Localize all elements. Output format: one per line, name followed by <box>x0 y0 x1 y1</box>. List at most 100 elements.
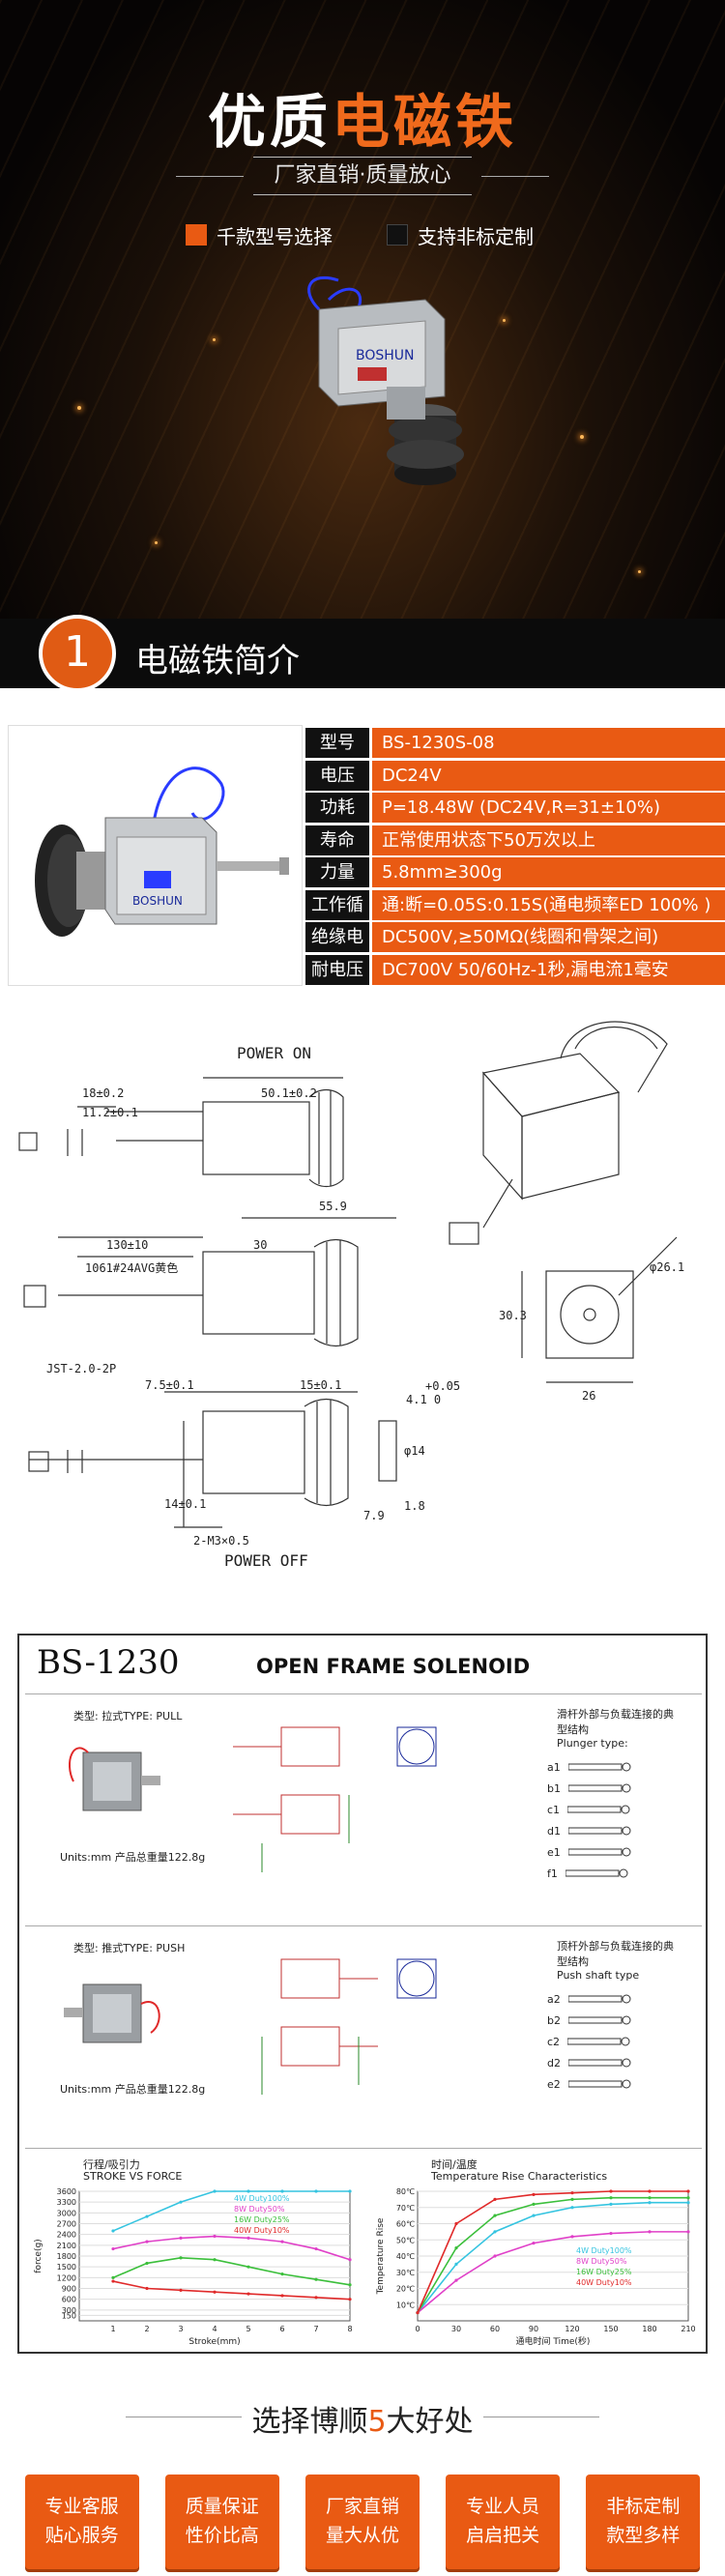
spec-value: DC24V <box>372 760 725 791</box>
dim-7-9: 7.9 <box>363 1509 385 1522</box>
badge-line-2: 启启把关 <box>466 2525 540 2546</box>
y-tick-label: 1200 <box>57 2273 76 2282</box>
data-point <box>648 2196 652 2200</box>
data-point <box>532 2214 536 2217</box>
data-point <box>111 2279 115 2283</box>
badge-line-1: 质量保证 <box>185 2496 259 2517</box>
x-tick-label: 2 <box>144 2325 149 2333</box>
shaft-type-item: a1 <box>547 1758 653 1776</box>
push-drawing-svg <box>261 1958 437 2095</box>
y-axis-label: Temperature Rise <box>376 2217 386 2295</box>
x-tick-label: 1 <box>110 2325 115 2333</box>
data-point <box>609 2202 613 2206</box>
spark <box>580 435 584 439</box>
hero-title: 优质电磁铁 <box>0 75 725 159</box>
x-tick-label: 30 <box>451 2325 461 2333</box>
hero-subtitle: 厂家直销·质量放心 <box>176 157 549 195</box>
section-number-badge: 1 <box>39 615 116 688</box>
shaft-type-item: f1 <box>547 1865 653 1882</box>
data-point <box>532 2242 536 2245</box>
hero-feature-1-label: 千款型号选择 <box>217 224 333 248</box>
series-line <box>417 2190 688 2313</box>
pull-drawing-svg <box>233 1726 437 1872</box>
data-point <box>648 2201 652 2205</box>
badge-line-2: 性价比高 <box>185 2525 259 2546</box>
shaft-type-label: c1 <box>547 1803 561 1816</box>
shaft-end-icon <box>567 1783 631 1793</box>
benefit-badges: 专业客服贴心服务质量保证性价比高厂家直销量大从优专业人员启启把关非标定制款型多样 <box>0 2475 725 2571</box>
shaft-end-icon <box>565 1868 628 1878</box>
shaft-end-icon <box>567 1762 631 1772</box>
hero-title-white: 优质 <box>208 89 332 157</box>
black-square-icon <box>387 224 408 246</box>
y-tick-label: 600 <box>62 2296 76 2304</box>
shaft-type-label: b1 <box>547 1781 561 1795</box>
data-point <box>454 2278 458 2282</box>
series-line <box>112 2190 350 2232</box>
y-tick-label: 2100 <box>57 2242 76 2250</box>
solenoid-hero-image: BOSHUN <box>307 275 464 485</box>
data-point <box>314 2246 318 2251</box>
data-point <box>686 2201 690 2205</box>
shaft-type-label: b2 <box>547 2013 561 2027</box>
spec-key: 寿命 <box>305 825 369 855</box>
spec-row: 工作循环通:断=0.05S:0.15S(通电频率ED 100% ) <box>305 889 725 945</box>
data-point <box>246 2189 250 2193</box>
shaft-type-label: d2 <box>547 2056 561 2069</box>
pull-units-label: Units:mm 产品总重量122.8g <box>60 1851 206 1864</box>
series-line <box>112 2235 351 2261</box>
y-tick-label: 3000 <box>57 2209 76 2217</box>
spec-key: 绝缘电阻 <box>305 922 369 977</box>
y-tick-label: 10℃ <box>396 2301 415 2309</box>
badge-line-1: 专业人员 <box>466 2496 540 2517</box>
y-tick-label: 3600 <box>57 2187 76 2196</box>
data-point <box>493 2214 497 2217</box>
data-point <box>348 2189 352 2193</box>
footer-title-number: 5 <box>367 2405 387 2439</box>
spark <box>638 570 641 573</box>
data-point <box>686 2230 690 2234</box>
shaft-cn-label: 顶杆外部与负载连接的典型结构 <box>557 1940 674 1968</box>
y-tick-label: 2700 <box>57 2220 76 2229</box>
product-photo: BOSHUN <box>8 725 303 986</box>
spark <box>77 406 81 410</box>
y-tick-label: 60℃ <box>396 2220 415 2229</box>
photo-brand-label: BOSHUN <box>132 894 183 908</box>
series-line <box>417 2201 688 2314</box>
shaft-type-label: f1 <box>547 1867 558 1880</box>
data-point <box>348 2258 352 2262</box>
dimension-drawing-svg: POWER ON 18±0.2 11.2±0.1 50.1±0.2 130±10… <box>18 1021 684 1570</box>
legend-entry: 8W Duty50% <box>234 2205 285 2214</box>
data-point <box>280 2240 284 2243</box>
spark <box>213 338 216 341</box>
benefit-badge: 专业人员启启把关 <box>446 2475 561 2569</box>
spec-key: 力量 <box>305 857 369 887</box>
shaft-type-item: e1 <box>547 1843 653 1861</box>
y-tick-label: 900 <box>62 2285 76 2294</box>
spark <box>155 541 158 544</box>
hero-feature-1: 千款型号选择 <box>186 220 333 249</box>
label-power-on: POWER ON <box>237 1044 311 1062</box>
data-point <box>454 2221 458 2226</box>
data-point <box>179 2256 183 2260</box>
data-point <box>111 2229 115 2233</box>
data-point <box>570 2206 574 2210</box>
solenoid-photo-image: BOSHUN <box>35 767 289 937</box>
legend-entry: 4W Duty100% <box>576 2246 632 2255</box>
datasheet-model: BS-1230 <box>37 1643 180 1682</box>
data-point <box>493 2197 497 2201</box>
shaft-type-label: a2 <box>547 1992 561 2006</box>
data-point <box>454 2246 458 2250</box>
shaft-end-icon <box>567 2015 631 2025</box>
dim-30-3: 30.3 <box>499 1309 527 1322</box>
intro-section-header: 1 电磁铁简介 <box>0 615 725 688</box>
y-tick-label: 50℃ <box>396 2236 415 2244</box>
y-tick-label: 30℃ <box>396 2269 415 2277</box>
shaft-en-label: Push shaft type <box>557 1969 640 1982</box>
data-point <box>280 2294 284 2298</box>
data-point <box>280 2189 284 2193</box>
dim-4-1: 4.1 0 <box>406 1393 441 1406</box>
badge-line-2: 款型多样 <box>606 2525 681 2546</box>
